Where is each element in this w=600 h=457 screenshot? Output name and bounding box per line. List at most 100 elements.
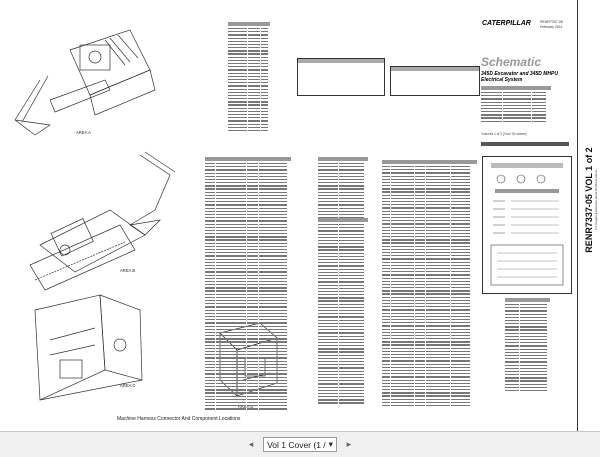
table-row [228,59,270,62]
table-row [228,110,270,113]
table-row [205,356,291,359]
table-row [205,178,291,181]
table-row [205,398,291,401]
table-row [205,194,291,197]
table-row [505,373,550,376]
table-row [318,280,368,283]
table-row [505,319,550,322]
area-a-label: AREA A [76,130,91,135]
table-row [318,197,368,200]
table-row [205,385,291,388]
table-row [318,392,368,395]
table-row [318,373,368,376]
table-row [382,210,477,213]
table-row [318,261,368,264]
table-row [205,360,291,363]
table-row [505,303,550,306]
table-row [382,213,477,216]
table-row [205,172,291,175]
table-row [318,172,368,175]
table-row [505,370,550,373]
table-row [382,216,477,219]
table-row [382,254,477,257]
table-row [205,254,291,257]
table-row [318,264,368,267]
table-row [318,338,368,341]
next-page-button[interactable]: ▸ [346,439,352,449]
table-row [318,344,368,347]
table-row [205,210,291,213]
table-row [382,340,477,343]
table-row [228,75,270,78]
table-row [205,318,291,321]
table-row [318,274,368,277]
schematic-sheet: AREA A AREA B AREA C Machine Harness Con… [14,0,598,431]
table-row [205,404,291,407]
table-row [318,370,368,373]
table-row [382,165,477,168]
table-row [205,267,291,270]
table-row [205,395,291,398]
table-row [481,117,551,120]
table-row [318,239,368,242]
table-row [318,229,368,232]
table-row [205,309,291,312]
table-row [318,386,368,389]
table-row [318,382,368,385]
table-row [228,119,270,122]
header-strip [481,142,569,146]
table-row [205,376,291,379]
table-row [318,376,368,379]
table-row [382,257,477,260]
table-row [318,341,368,344]
model-table [481,86,551,123]
table-row [318,354,368,357]
table-row [382,203,477,206]
table-row [205,328,291,331]
table-row [205,280,291,283]
table-row [318,178,368,181]
table-row [382,235,477,238]
table-row [481,97,551,100]
prev-page-button[interactable]: ◂ [248,439,254,449]
table-row [382,308,477,311]
table-row [481,113,551,116]
machine-drawings [14,29,176,401]
table-row [205,184,291,187]
table-row [382,337,477,340]
table-row [205,261,291,264]
table-row [228,107,270,110]
table-row [205,347,291,350]
symbols-panel [482,156,572,294]
table-row [318,236,368,239]
table-row [205,312,291,315]
table-row [228,88,270,91]
table-row [228,94,270,97]
table-row [318,293,368,296]
table-row [318,207,368,210]
table-row [318,357,368,360]
table-row [205,337,291,340]
table-row [228,68,270,71]
table-row [318,351,368,354]
table-row [382,388,477,391]
table-row [228,40,270,43]
table-row [318,252,368,255]
table-row [318,315,368,318]
pub-date: February 2011 [540,25,563,29]
table-row [228,62,270,65]
brand-logo: CATERPILLAR [482,20,531,27]
table-row [205,315,291,318]
table-row [205,245,291,248]
table-row [382,347,477,350]
table-row [205,341,291,344]
table-row [205,388,291,391]
table-row [318,191,368,194]
table-row [205,226,291,229]
table-row [382,363,477,366]
svg-text:RENR7337-05 VOL 1 of 2: RENR7337-05 VOL 1 of 2 [584,147,594,252]
table-row [205,213,291,216]
table-row [228,104,270,107]
page-selector[interactable]: Vol 1 Cover (1 / ▾ [263,437,337,452]
table-row [205,353,291,356]
